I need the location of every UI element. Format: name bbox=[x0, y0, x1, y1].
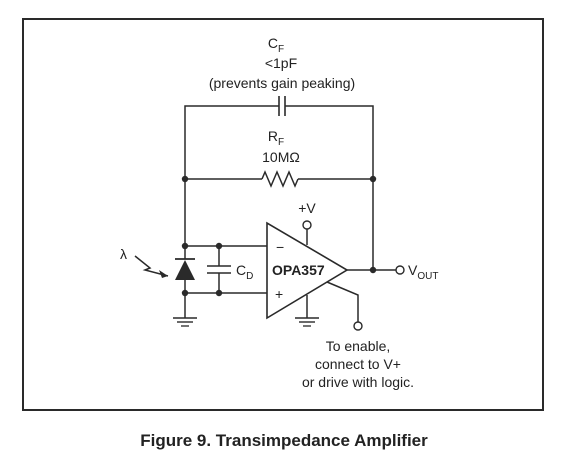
cf-label: CF bbox=[268, 35, 284, 55]
feedback-resistor bbox=[185, 170, 373, 188]
cf-value: <1pF bbox=[265, 55, 297, 71]
rf-label: RF bbox=[268, 128, 284, 148]
input-capacitor bbox=[207, 246, 231, 293]
opamp-triangle bbox=[266, 221, 349, 320]
enable-terminal bbox=[353, 321, 363, 331]
photodiode bbox=[175, 246, 195, 318]
opamp-label: OPA357 bbox=[272, 262, 325, 278]
output-label: VOUT bbox=[408, 262, 438, 282]
enable-note-line: To enable, bbox=[326, 338, 391, 354]
figure-caption: Figure 9. Transimpedance Amplifier bbox=[140, 431, 428, 450]
ground-symbol bbox=[295, 317, 319, 327]
junction-dot bbox=[181, 175, 189, 183]
inverting-sign: − bbox=[276, 239, 284, 255]
light-symbol: λ bbox=[120, 246, 127, 262]
rf-value: 10MΩ bbox=[262, 149, 300, 165]
junction-dot bbox=[369, 175, 377, 183]
supply-label: +V bbox=[298, 200, 316, 216]
enable-note-line: or drive with logic. bbox=[302, 374, 414, 390]
enable-note-line: connect to V+ bbox=[315, 356, 401, 372]
output-terminal bbox=[395, 265, 405, 275]
light-arrow-icon bbox=[134, 255, 169, 278]
cd-label: CD bbox=[236, 262, 253, 282]
enable-wire bbox=[326, 281, 359, 322]
ground-symbol bbox=[173, 317, 197, 327]
feedback-capacitor bbox=[184, 96, 374, 270]
noninverting-sign: + bbox=[275, 286, 283, 302]
cf-note: (prevents gain peaking) bbox=[209, 75, 355, 91]
supply-terminal bbox=[302, 220, 312, 230]
figure-border bbox=[22, 18, 544, 411]
